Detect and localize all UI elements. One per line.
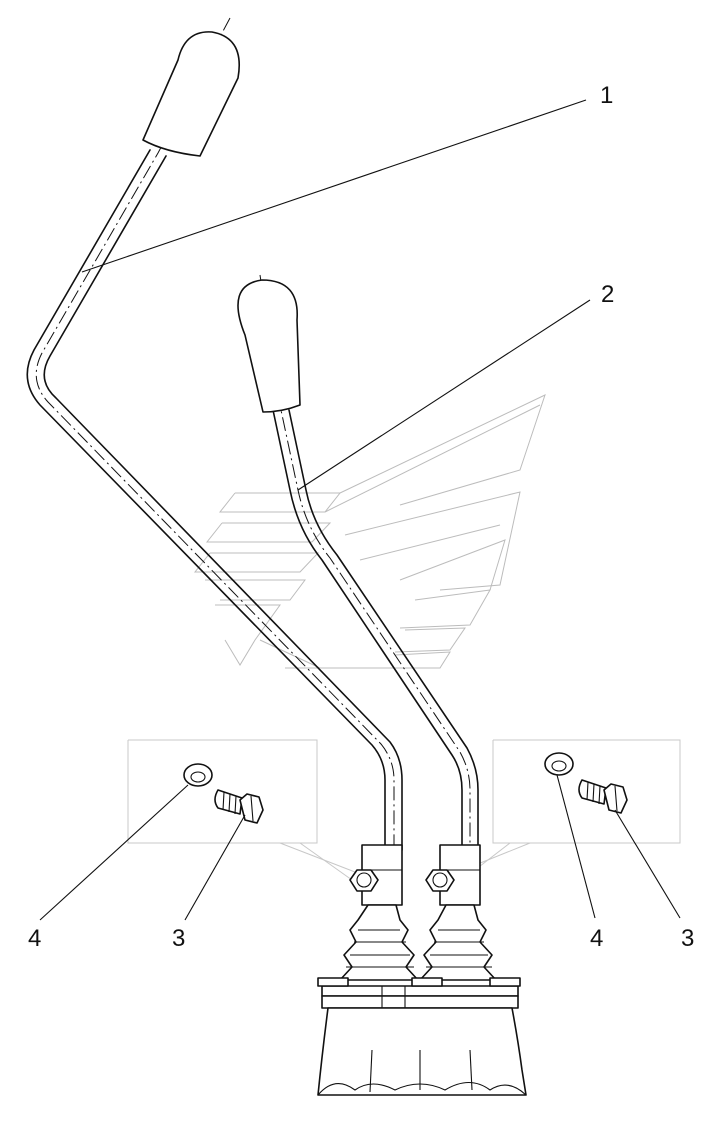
short-lever [237, 274, 479, 900]
washer-right-icon [544, 752, 574, 776]
callout-4-left: 4 [28, 925, 41, 952]
short-lever-knob [237, 279, 301, 413]
left-clamp-block [349, 844, 403, 906]
base-housing [317, 977, 527, 1096]
long-lever-knob [142, 31, 240, 157]
inset-frames [127, 739, 681, 881]
callout-3-left: 3 [172, 925, 185, 952]
bolt-right-icon [578, 779, 628, 814]
long-lever [26, 17, 403, 900]
callout-1: 1 [600, 82, 613, 109]
callout-3-right: 3 [681, 925, 694, 952]
callout-4-right: 4 [590, 925, 603, 952]
right-clamp-block [425, 844, 481, 906]
bolt-left-icon [214, 789, 264, 824]
callout-2: 2 [601, 281, 614, 308]
watermark-logo [193, 394, 546, 669]
left-bellows [339, 904, 419, 981]
washer-left-icon [183, 763, 213, 787]
right-bellows [419, 904, 497, 981]
leader-lines [39, 99, 681, 921]
